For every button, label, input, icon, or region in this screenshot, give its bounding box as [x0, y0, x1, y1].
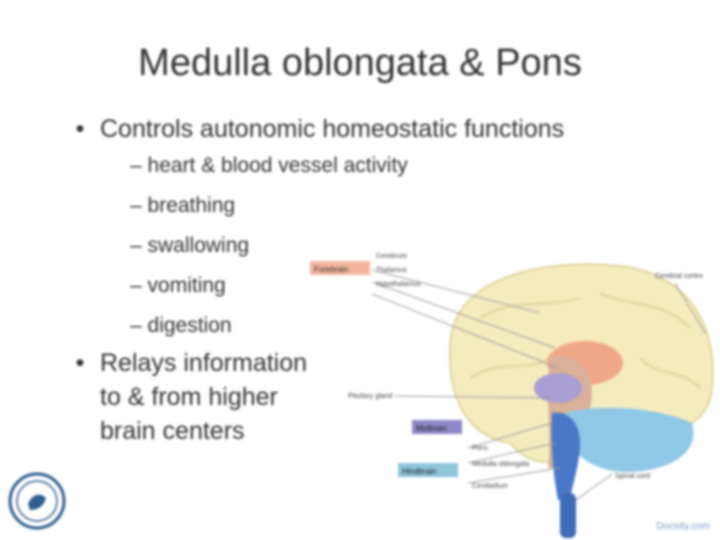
medulla-label: Medulla oblongata [472, 461, 529, 468]
bullet-dot: • [75, 349, 85, 377]
pons-medulla-shape [551, 412, 581, 500]
spinal-cord-shape [560, 493, 576, 538]
forebrain-label: Forebrain [314, 265, 348, 274]
footer-credit: Docsity.com [656, 521, 710, 532]
bullet-text: to & from higher [100, 383, 278, 411]
midbrain-shape [534, 373, 582, 403]
pituitary-label: Pituitary gland [348, 393, 392, 400]
hindbrain-tag [398, 463, 458, 477]
sub-item: – vomiting [130, 274, 226, 297]
cerebrum-fold [599, 291, 692, 330]
cerebrum-fold [638, 356, 702, 390]
midbrain-tag [412, 420, 462, 434]
bullet-dot: • [75, 115, 85, 143]
sub-item: – heart & blood vessel activity [130, 154, 408, 177]
sub-item-text: swallowing [147, 234, 250, 257]
pons-label: Pons [472, 445, 488, 452]
cerebrum-fold [479, 296, 581, 320]
sub-item: – digestion [130, 314, 232, 337]
bullet-item: • Controls autonomic homeostatic functio… [70, 112, 590, 146]
brain-diagram: Forebrain Cerebrum Thalamus Hypothalamus… [310, 253, 714, 538]
bullet-text: Relays information [100, 349, 308, 377]
university-seal-logo [8, 472, 66, 530]
sub-item-text: heart & blood vessel activity [147, 154, 408, 177]
hypothalamus-label: Hypothalamus [376, 281, 421, 288]
bullet-text: Controls autonomic homeostatic functions [100, 115, 565, 143]
bullet-list: • Controls autonomic homeostatic functio… [70, 112, 590, 448]
sub-item-text: vomiting [147, 274, 226, 297]
sub-item-text: breathing [147, 194, 236, 217]
cerebrum-label: Cerebrum [376, 253, 407, 260]
cortex-label: Cerebral cortex [655, 273, 703, 280]
cerebellum-label: Cerebellum [472, 483, 508, 490]
forebrain-tag [310, 261, 370, 275]
sub-item-text: digestion [147, 314, 232, 337]
hindbrain-label: Hindbrain [402, 467, 436, 476]
bullet-text: brain centers [100, 417, 245, 445]
sub-item: – swallowing [130, 234, 250, 257]
thalamus-label: Thalamus [376, 267, 407, 274]
cerebrum-fold [469, 356, 551, 380]
slide-title: Medulla oblongata & Pons [138, 42, 582, 84]
bullet-item: • Relays information to & from higher br… [70, 346, 590, 448]
cerebellum-shape [565, 407, 694, 473]
sub-item: – breathing [130, 194, 236, 217]
label-lines [371, 269, 706, 501]
midbrain-label: Midbrain [416, 424, 447, 433]
spinal-cord-label: Spinal cord [615, 473, 650, 480]
